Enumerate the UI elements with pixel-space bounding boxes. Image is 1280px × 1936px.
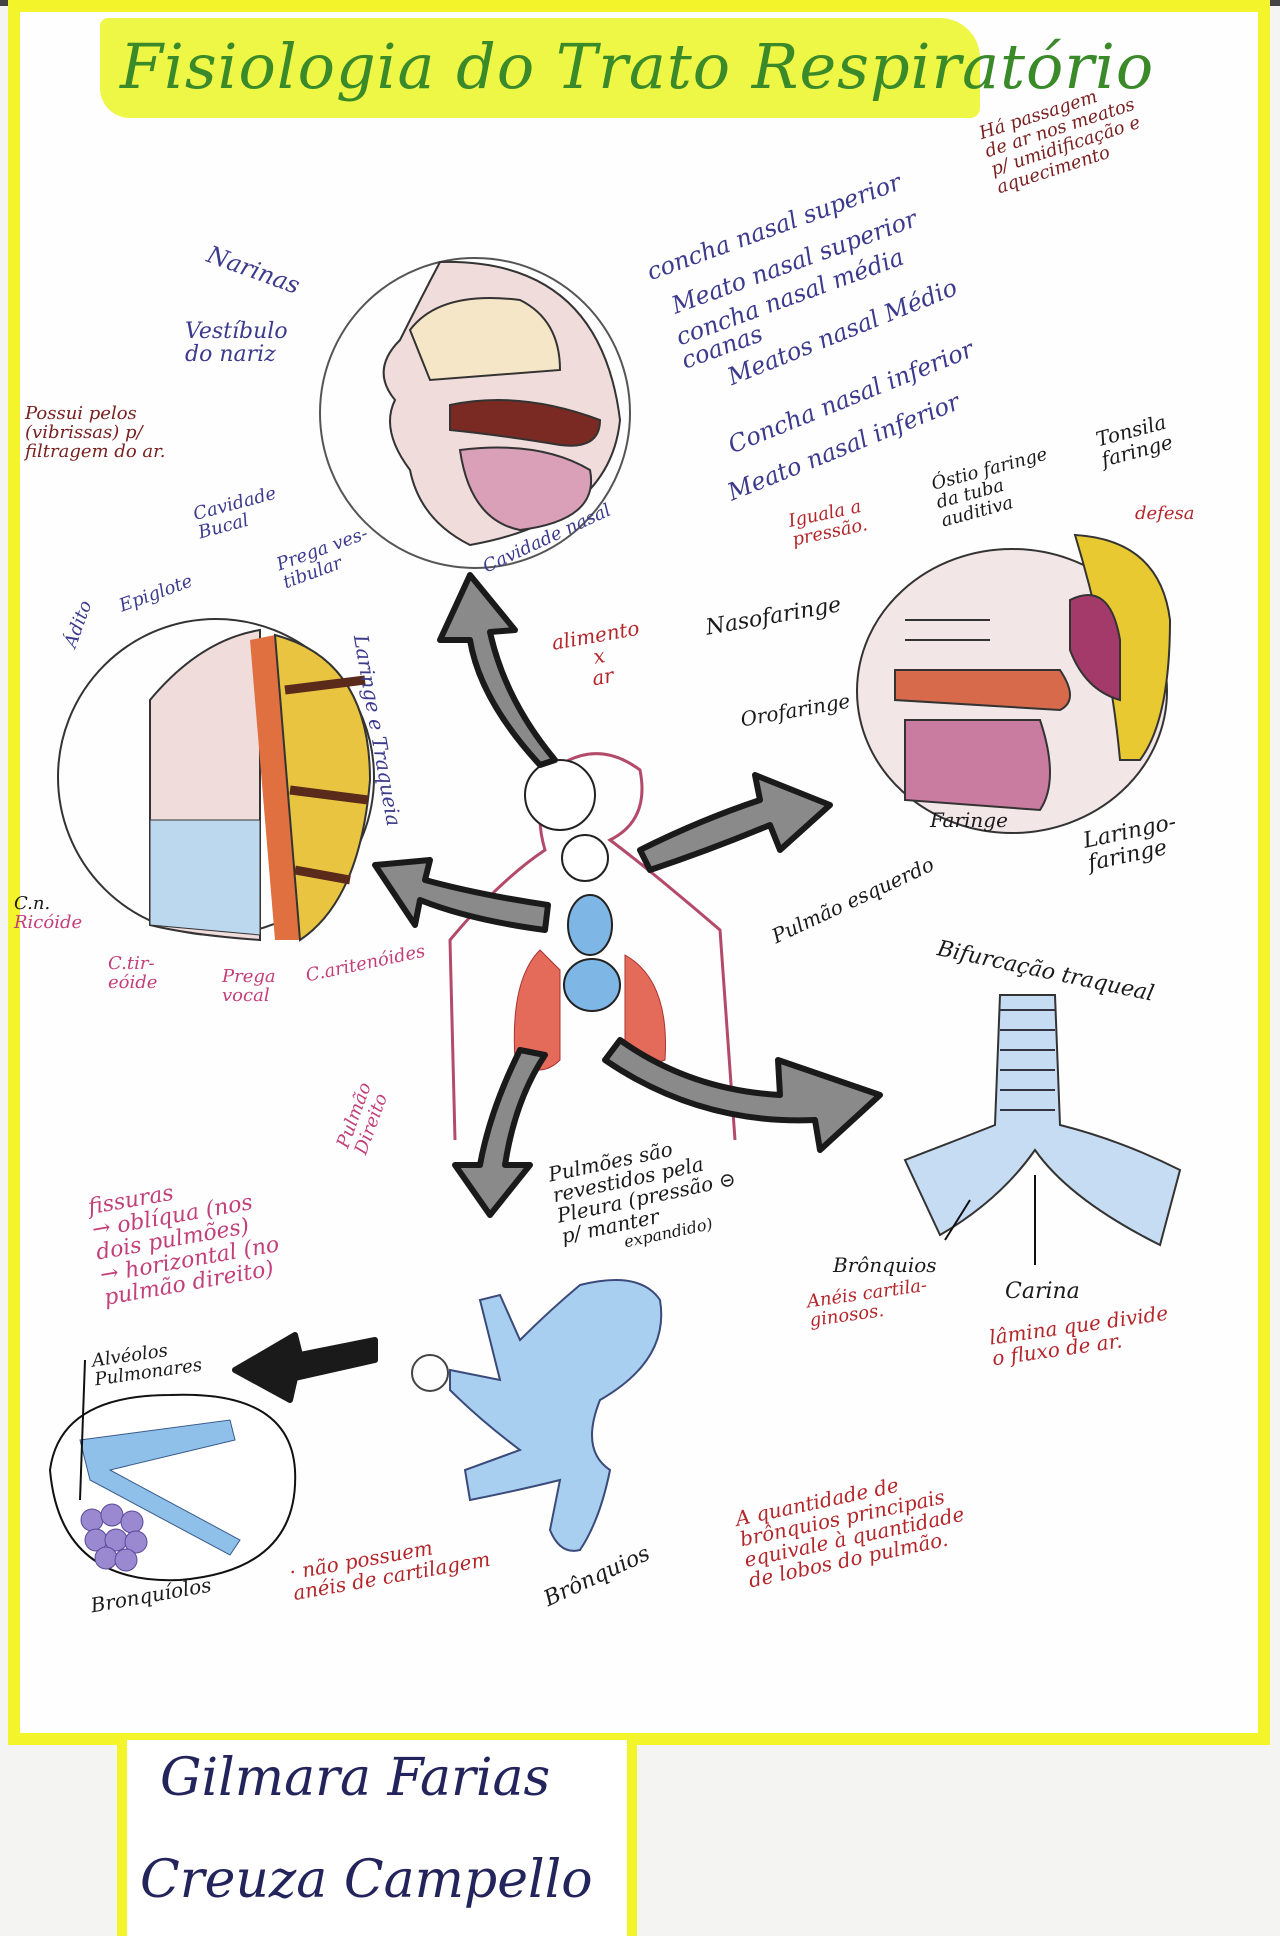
label-line: Ricóide: [14, 911, 83, 933]
label-tireoide: C.tir- eóide: [108, 953, 158, 993]
label-line: C.n.: [14, 893, 51, 914]
title-highlight: [100, 18, 980, 118]
label-carina: Carina: [1005, 1279, 1080, 1304]
author-card: [117, 1740, 637, 1936]
bronchial-tree-drawing: [411, 1279, 663, 1552]
label-line: vocal: [222, 984, 270, 1006]
arrow-to-larynx: [372, 857, 551, 933]
poster-title: Fisiologia do Trato Respiratório: [120, 30, 1155, 103]
label-bronquios-bifurcation: Brônquios: [833, 1253, 937, 1277]
label-pelos: Possui pelos (vibrissas) p/ filtragem do…: [25, 403, 166, 462]
label-line: filtragem do ar.: [25, 440, 166, 462]
tracheal-bifurcation-drawing: [903, 994, 1182, 1265]
arrow-to-bronchial-tree: [452, 1047, 548, 1218]
author-name: Gilmara Farias: [160, 1748, 551, 1808]
label-line: eóide: [108, 971, 158, 993]
label-line: Possui pelos: [25, 403, 137, 424]
author-name: Creuza Campello: [140, 1850, 593, 1910]
label-prega-vocal: Prega vocal: [222, 966, 276, 1006]
label-line: C.tir-: [108, 953, 155, 974]
arrow-to-bifurcation: [602, 1037, 883, 1153]
label-cricoide: C.n. Ricóide: [14, 893, 83, 933]
body-silhouette: [448, 752, 737, 1141]
label-line: Vestíbulo: [185, 319, 288, 344]
big-arrows: [232, 572, 883, 1403]
pharynx-drawing: [856, 533, 1172, 834]
arrow-to-nasal: [437, 572, 558, 768]
larynx-drawing: [57, 618, 375, 942]
label-line: do nariz: [185, 342, 276, 368]
label-line: (vibrissas) p/: [25, 421, 143, 443]
label-faringe: Faringe: [930, 808, 1008, 832]
nasal-cavity-drawing: [319, 257, 631, 569]
arrow-to-pharynx: [637, 772, 833, 873]
label-line: Prega: [222, 966, 276, 987]
arrow-to-alveoli: [232, 1332, 378, 1403]
alveoli-drawing: [48, 1359, 297, 1582]
label-vestibulo: Vestíbulo do nariz: [185, 320, 288, 366]
label-defesa: defesa: [1135, 503, 1195, 524]
